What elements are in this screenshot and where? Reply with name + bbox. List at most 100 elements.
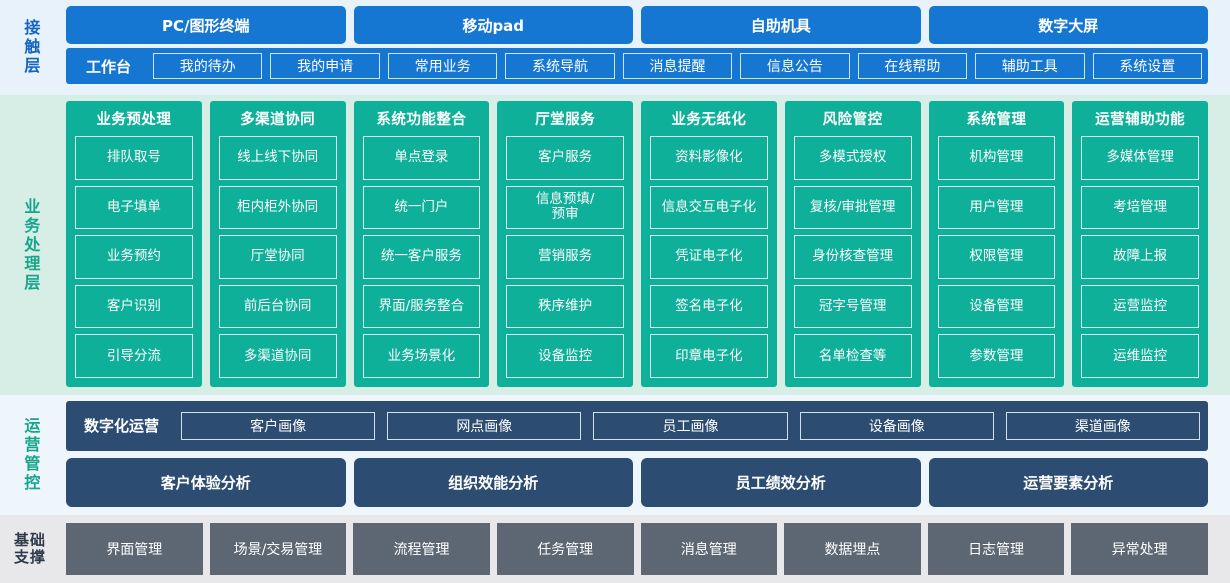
layer-base-support-body: 界面管理 场景/交易管理 流程管理 任务管理 消息管理 数据埋点 日志管理 异常… xyxy=(60,515,1230,583)
analysis-item[interactable]: 员工绩效分析 xyxy=(641,457,921,507)
portrait-item[interactable]: 渠道画像 xyxy=(1005,411,1201,440)
layer-operations-body: 数字化运营 客户画像 网点画像 员工画像 设备画像 渠道画像 客户体验分析 组织… xyxy=(60,395,1230,515)
business-item[interactable]: 厅堂协同 xyxy=(218,235,337,279)
business-item[interactable]: 运维监控 xyxy=(1081,334,1199,378)
layer-business-label: 业务处理层 xyxy=(0,95,60,395)
base-item[interactable]: 异常处理 xyxy=(1071,523,1208,575)
base-support-row: 界面管理 场景/交易管理 流程管理 任务管理 消息管理 数据埋点 日志管理 异常… xyxy=(60,515,1230,583)
base-item[interactable]: 数据埋点 xyxy=(784,523,921,575)
layer-business: 业务处理层 业务预处理 排队取号 电子填单 业务预约 客户识别 引导分流 多渠道… xyxy=(0,95,1230,395)
business-column-title: 多渠道协同 xyxy=(240,112,316,128)
terminal-chip[interactable]: 数字大屏 xyxy=(928,6,1208,44)
layer-base-support-label: 基础 支撑 xyxy=(0,515,60,583)
business-column-title: 系统管理 xyxy=(966,112,1027,128)
business-item[interactable]: 身份核查管理 xyxy=(793,235,912,279)
nav-item[interactable]: 系统导航 xyxy=(505,53,615,79)
business-item[interactable]: 名单检查等 xyxy=(793,334,912,378)
business-column: 运营辅助功能 多媒体管理 考培管理 故障上报 运营监控 运维监控 xyxy=(1072,101,1208,387)
analysis-item[interactable]: 运营要素分析 xyxy=(928,457,1208,507)
business-column-title: 业务无纸化 xyxy=(671,112,747,128)
layer-operations-label: 运营管控 xyxy=(0,395,60,515)
business-item[interactable]: 权限管理 xyxy=(937,235,1056,279)
base-item[interactable]: 流程管理 xyxy=(353,523,490,575)
layer-operations-label-text: 运营管控 xyxy=(21,417,41,493)
nav-item[interactable]: 系统设置 xyxy=(1092,53,1202,79)
business-item[interactable]: 业务预约 xyxy=(75,235,193,279)
terminal-chip[interactable]: 移动pad xyxy=(353,6,633,44)
business-item[interactable]: 资料影像化 xyxy=(650,136,768,180)
business-item[interactable]: 冠字号管理 xyxy=(793,284,912,329)
business-item[interactable]: 凭证电子化 xyxy=(650,235,768,279)
layer-touch-label-text: 接触层 xyxy=(21,19,41,76)
business-item[interactable]: 柜内柜外协同 xyxy=(218,185,337,230)
business-item[interactable]: 多模式授权 xyxy=(793,136,912,180)
business-item[interactable]: 多媒体管理 xyxy=(1081,136,1199,180)
business-item[interactable]: 单点登录 xyxy=(362,136,481,180)
business-item[interactable]: 营销服务 xyxy=(506,235,624,279)
business-item[interactable]: 客户识别 xyxy=(75,284,193,329)
terminal-row: PC/图形终端 移动pad 自助机具 数字大屏 xyxy=(60,0,1230,48)
workbench-nav-bar: 工作台 我的待办 我的申请 常用业务 系统导航 消息提醒 信息公告 在线帮助 辅… xyxy=(66,48,1208,84)
portrait-item[interactable]: 网点画像 xyxy=(387,411,582,440)
nav-item[interactable]: 信息公告 xyxy=(740,53,850,79)
business-item[interactable]: 用户管理 xyxy=(937,185,1056,230)
business-item[interactable]: 运营监控 xyxy=(1081,284,1199,329)
nav-item[interactable]: 我的待办 xyxy=(153,53,263,79)
business-item[interactable]: 机构管理 xyxy=(937,136,1056,180)
base-item[interactable]: 日志管理 xyxy=(927,523,1065,575)
business-item[interactable]: 信息预填/ 预审 xyxy=(506,185,624,230)
business-item[interactable]: 签名电子化 xyxy=(650,284,768,329)
nav-item[interactable]: 在线帮助 xyxy=(857,53,968,79)
layer-base-support-label-line1: 基础 xyxy=(13,530,46,549)
nav-item[interactable]: 消息提醒 xyxy=(622,53,733,79)
business-item[interactable]: 电子填单 xyxy=(75,185,193,230)
business-column-title: 系统功能整合 xyxy=(376,112,467,128)
business-item[interactable]: 设备监控 xyxy=(506,334,624,378)
terminal-chip[interactable]: 自助机具 xyxy=(641,6,921,44)
nav-item[interactable]: 辅助工具 xyxy=(975,53,1085,79)
base-item[interactable]: 界面管理 xyxy=(66,523,203,575)
layer-business-body: 业务预处理 排队取号 电子填单 业务预约 客户识别 引导分流 多渠道协同 线上线… xyxy=(60,95,1230,395)
layer-touch-label: 接触层 xyxy=(0,0,60,95)
workbench-title: 工作台 xyxy=(86,57,132,76)
business-item[interactable]: 复核/审批管理 xyxy=(793,185,912,230)
portrait-item[interactable]: 客户画像 xyxy=(181,411,376,440)
analysis-item[interactable]: 组织效能分析 xyxy=(353,457,633,507)
business-column-title: 厅堂服务 xyxy=(535,112,596,128)
business-item[interactable]: 统一客户服务 xyxy=(362,235,481,279)
business-item[interactable]: 故障上报 xyxy=(1081,235,1199,279)
business-item[interactable]: 前后台协同 xyxy=(218,284,337,329)
base-item[interactable]: 任务管理 xyxy=(496,523,634,575)
business-item[interactable]: 秩序维护 xyxy=(506,284,624,329)
portrait-item[interactable]: 员工画像 xyxy=(593,411,788,440)
nav-item[interactable]: 常用业务 xyxy=(387,53,498,79)
terminal-chip[interactable]: PC/图形终端 xyxy=(66,6,346,44)
business-item[interactable]: 引导分流 xyxy=(75,334,193,378)
business-item[interactable]: 排队取号 xyxy=(75,136,193,180)
base-item[interactable]: 场景/交易管理 xyxy=(209,523,347,575)
layer-touch-body: PC/图形终端 移动pad 自助机具 数字大屏 工作台 我的待办 我的申请 常用… xyxy=(60,0,1230,95)
business-item[interactable]: 参数管理 xyxy=(937,334,1056,378)
business-item[interactable]: 考培管理 xyxy=(1081,185,1199,230)
business-column-title: 业务预处理 xyxy=(96,112,172,128)
digital-operations-bar: 数字化运营 客户画像 网点画像 员工画像 设备画像 渠道画像 xyxy=(66,401,1208,451)
business-item[interactable]: 界面/服务整合 xyxy=(362,284,481,329)
business-column: 厅堂服务 客户服务 信息预填/ 预审 营销服务 秩序维护 设备监控 xyxy=(497,101,633,387)
business-item[interactable]: 多渠道协同 xyxy=(218,334,337,378)
base-item[interactable]: 消息管理 xyxy=(640,523,778,575)
portrait-item[interactable]: 设备画像 xyxy=(799,411,994,440)
business-item[interactable]: 线上线下协同 xyxy=(218,136,337,180)
analysis-item[interactable]: 客户体验分析 xyxy=(66,457,346,507)
business-column: 系统管理 机构管理 用户管理 权限管理 设备管理 参数管理 xyxy=(928,101,1065,387)
business-item[interactable]: 业务场景化 xyxy=(362,334,481,378)
business-item[interactable]: 客户服务 xyxy=(506,136,624,180)
nav-item[interactable]: 我的申请 xyxy=(270,53,380,79)
business-column: 业务无纸化 资料影像化 信息交互电子化 凭证电子化 签名电子化 印章电子化 xyxy=(641,101,777,387)
layer-operations: 运营管控 数字化运营 客户画像 网点画像 员工画像 设备画像 渠道画像 客户体验… xyxy=(0,395,1230,515)
business-item[interactable]: 信息交互电子化 xyxy=(650,185,768,230)
business-item[interactable]: 印章电子化 xyxy=(650,334,768,378)
business-item[interactable]: 统一门户 xyxy=(362,185,481,230)
layer-touch: 接触层 PC/图形终端 移动pad 自助机具 数字大屏 工作台 我的待办 我的申… xyxy=(0,0,1230,95)
business-item[interactable]: 设备管理 xyxy=(937,284,1056,329)
